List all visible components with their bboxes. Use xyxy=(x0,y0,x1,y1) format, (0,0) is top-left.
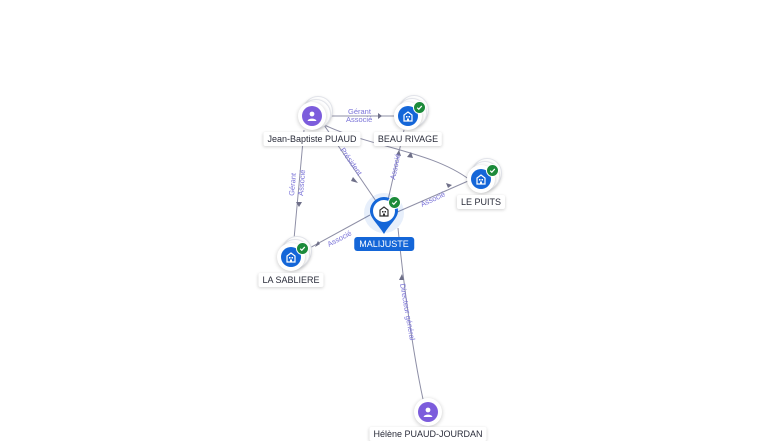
node-disc xyxy=(277,243,305,271)
building-icon xyxy=(281,247,301,267)
node-label: LE PUITS xyxy=(456,195,506,209)
node-disc xyxy=(414,398,442,426)
node-label: Hélène PUAUD-JOURDAN xyxy=(369,427,487,441)
check-badge-icon xyxy=(486,164,499,177)
node-label: Jean-Baptiste PUAUD xyxy=(263,132,361,146)
edge-arrow xyxy=(351,177,358,183)
check-badge-icon xyxy=(296,242,309,255)
edge-arrow xyxy=(315,241,320,247)
edge-label: Directeur général xyxy=(398,283,417,342)
relationship-graph: Gérant Associé Président Gérant Associé … xyxy=(287,107,476,413)
edge-arrow xyxy=(378,113,382,119)
edge-label: Associé xyxy=(296,169,307,196)
building-icon xyxy=(379,206,389,217)
edge-bottom-mali: Directeur général xyxy=(397,227,427,413)
edge-label: Gérant xyxy=(348,107,372,116)
edge-arrow xyxy=(399,274,404,280)
building-icon xyxy=(471,169,491,189)
edge-label: Associé xyxy=(388,153,402,181)
edge-arrow xyxy=(446,183,452,188)
check-badge-icon xyxy=(413,101,426,114)
edge-label: Associé xyxy=(346,115,372,124)
user-icon xyxy=(302,106,322,126)
edge-jean-beau: Gérant Associé xyxy=(311,107,409,124)
node-label: BEAU RIVAGE xyxy=(373,132,443,146)
edge-label: Gérant xyxy=(287,172,298,197)
edge-jean-puits xyxy=(317,121,471,181)
node-disc xyxy=(467,165,495,193)
graph-edges: Gérant Associé Président Gérant Associé … xyxy=(287,107,476,413)
edge-label: Associé xyxy=(419,190,447,209)
check-badge-icon xyxy=(388,196,401,209)
node-label: LA SABLIERE xyxy=(258,273,324,287)
building-icon xyxy=(398,106,418,126)
edge-arrow xyxy=(396,150,401,156)
node-disc xyxy=(298,102,326,130)
user-icon xyxy=(418,402,438,422)
edge-arrow xyxy=(296,202,302,207)
edge-arrow xyxy=(407,152,413,158)
edge-label: Président xyxy=(338,146,364,178)
node-label: MALIJUSTE xyxy=(354,237,414,251)
edge-jean-sabl: Gérant Associé xyxy=(287,129,307,251)
